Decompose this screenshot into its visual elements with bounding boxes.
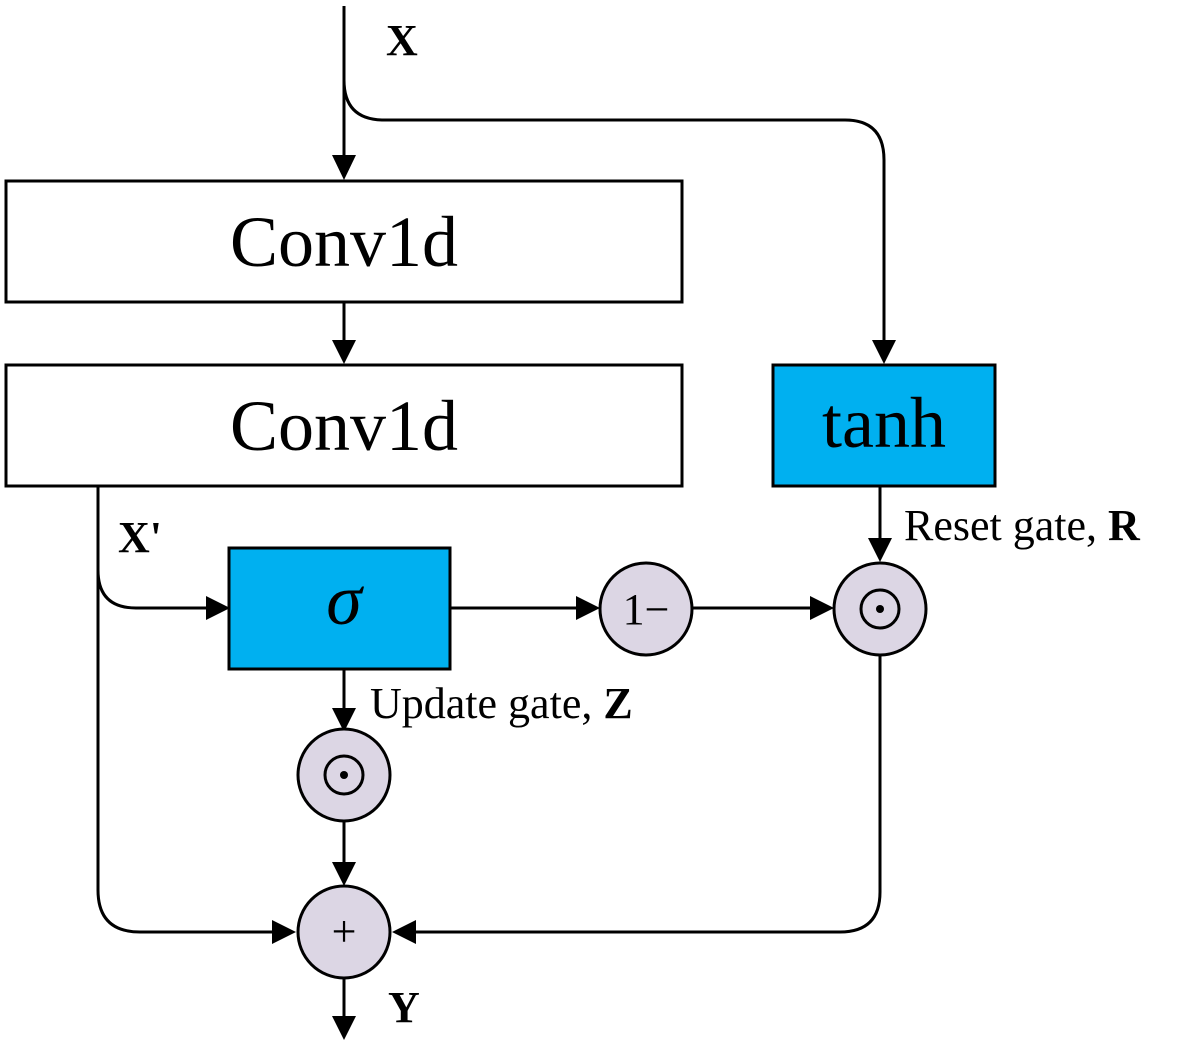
- hadamard-icon-reset: [859, 588, 901, 630]
- x-prime-main-line: [96, 486, 275, 934]
- arrow-down-into-add: [332, 862, 356, 886]
- conv1d-block-1: [4, 179, 684, 304]
- tanh-label: tanh: [822, 383, 946, 463]
- arrow-into-conv1: [332, 155, 356, 180]
- sigma-label: σ: [326, 560, 364, 640]
- add-label: +: [332, 907, 357, 956]
- arrow-into-add-right: [392, 920, 416, 944]
- output-y-label: Y: [388, 983, 420, 1032]
- hadamard-dot-reset: [876, 605, 884, 613]
- one-minus-label: 1−: [623, 585, 670, 634]
- x-prime-to-sigma-line: [96, 569, 210, 610]
- reset-gate-symbol: R: [1108, 501, 1141, 550]
- arrow-into-update-mult: [332, 708, 356, 732]
- hadamard-icon-update: [323, 754, 365, 796]
- arrow-output-y: [332, 1016, 356, 1040]
- sigma-block: [227, 546, 452, 671]
- update-gate-symbol: Z: [603, 679, 632, 728]
- reset-mult-to-add-line: [412, 655, 882, 934]
- x-branch-to-tanh: [342, 79, 886, 345]
- arrow-into-tanh: [872, 340, 896, 364]
- x-prime-label: X': [118, 513, 162, 562]
- reset-gate-text: Reset gate,: [904, 501, 1108, 550]
- arrow-down-into-reset-mult: [868, 538, 892, 562]
- arrow-into-sigma: [206, 596, 230, 620]
- input-x-label: X: [386, 16, 418, 65]
- hadamard-dot-update: [340, 771, 348, 779]
- update-gate-text: Update gate,: [370, 679, 603, 728]
- conv1d-label-1: Conv1d: [230, 202, 458, 282]
- arrow-into-add-left: [272, 920, 296, 944]
- tanh-block: [771, 363, 997, 488]
- conv1d-label-2: Conv1d: [230, 386, 458, 466]
- conv1d-block-2: [4, 363, 684, 488]
- arrow-into-one-minus: [576, 596, 600, 620]
- reset-gate-label: Reset gate, R: [904, 501, 1141, 550]
- arrow-into-conv2: [332, 340, 356, 364]
- arrow-into-reset-mult: [810, 596, 834, 620]
- update-gate-label: Update gate, Z: [370, 679, 633, 728]
